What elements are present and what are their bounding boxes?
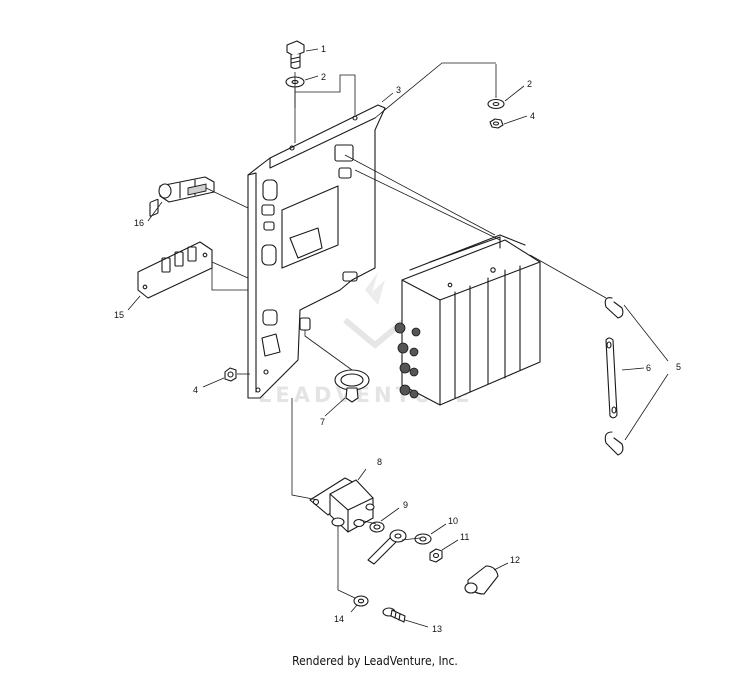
washer-part-2-right[interactable] [487,98,505,110]
callout-8: 8 [377,457,382,467]
washer-part-14[interactable] [353,595,369,607]
callout-3: 3 [396,85,401,95]
solenoid-part-8[interactable] [309,477,375,533]
boot-part-12[interactable] [464,565,499,595]
nut-part-4-top[interactable] [489,118,504,129]
callout-10: 10 [448,516,458,526]
callout-labels: 1 2 2 3 4 4 5 6 7 8 9 10 11 12 13 14 15 … [114,44,681,634]
callout-2-right: 2 [527,79,532,89]
hook-part-5-bottom[interactable] [604,431,624,456]
gasket-part-15[interactable] [137,198,213,299]
callout-16: 16 [134,218,144,228]
callout-13: 13 [432,624,442,634]
callout-9: 9 [403,500,408,510]
callout-7: 7 [320,417,325,427]
washer-part-9[interactable] [369,521,385,533]
strap-part-6[interactable] [605,337,618,419]
wire-clip-part-7[interactable] [334,369,370,403]
footer-credit: Rendered by LeadVenture, Inc. [292,654,458,668]
callout-4-left: 4 [193,385,198,395]
ignition-module[interactable] [394,234,541,406]
nut-part-4-left[interactable] [224,367,237,382]
bolt-part-1[interactable] [286,40,305,70]
callout-14: 14 [334,614,344,624]
callout-6: 6 [646,363,651,373]
leader-lines [127,48,669,628]
callout-15: 15 [114,310,124,320]
callout-5: 5 [676,362,681,372]
callout-2-left: 2 [321,72,326,82]
hook-part-5-top[interactable] [604,297,624,319]
bracket-part-16[interactable] [158,176,215,203]
mounting-plate-part-3[interactable] [247,104,386,399]
callout-12: 12 [510,555,520,565]
callout-1: 1 [321,44,326,54]
cable-ring-terminal[interactable] [367,529,407,565]
callout-4-top: 4 [530,111,535,121]
module-connectors [394,322,421,399]
nut-part-11[interactable] [429,548,443,563]
callout-11: 11 [460,532,469,542]
screw-part-13[interactable] [382,607,406,623]
washer-part-10[interactable] [414,533,432,545]
